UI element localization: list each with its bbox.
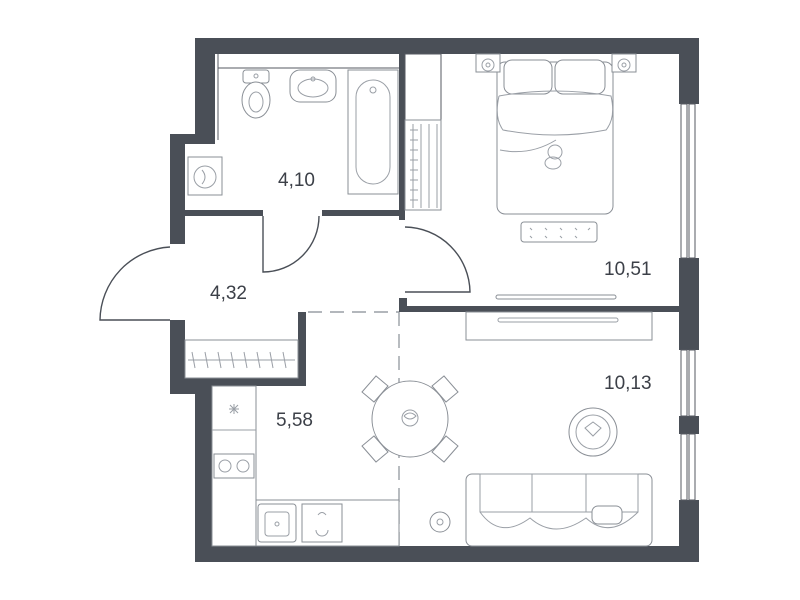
sink-icon bbox=[289, 69, 337, 103]
outer-walls bbox=[170, 38, 699, 562]
bed-icon bbox=[496, 59, 614, 215]
kitchen-sink-icon bbox=[257, 503, 297, 543]
bathtub-icon bbox=[347, 69, 399, 195]
bedside-rug-icon bbox=[520, 221, 598, 243]
wardrobe-icon bbox=[404, 119, 442, 211]
tv-unit-icon bbox=[465, 311, 653, 341]
washing-machine-icon bbox=[187, 156, 223, 196]
plant-icon bbox=[229, 404, 239, 414]
interior-walls bbox=[185, 54, 679, 386]
side-table-icon bbox=[429, 511, 451, 533]
doors bbox=[99, 215, 471, 321]
kitchen-area-label: 5,58 bbox=[276, 410, 313, 431]
dining-table-icon bbox=[371, 380, 449, 458]
tv-icon bbox=[495, 294, 617, 300]
hall-area-label: 4,32 bbox=[210, 283, 247, 304]
stove-icon bbox=[213, 453, 255, 479]
bedroom-area-label: 10,51 bbox=[604, 259, 652, 280]
windows bbox=[680, 103, 696, 501]
hall-wardrobe-icon bbox=[184, 339, 299, 379]
sofa-icon bbox=[465, 473, 653, 547]
dishwasher-icon bbox=[301, 503, 343, 543]
rug-icon bbox=[568, 407, 618, 457]
toilet-icon bbox=[241, 69, 271, 119]
bear-print-icon bbox=[544, 144, 563, 170]
living-area-label: 10,13 bbox=[604, 373, 652, 394]
bathroom-area-label: 4,10 bbox=[278, 170, 315, 191]
lamp-icon bbox=[611, 53, 637, 73]
lamp-icon bbox=[475, 53, 501, 73]
chair-icon bbox=[361, 375, 459, 463]
